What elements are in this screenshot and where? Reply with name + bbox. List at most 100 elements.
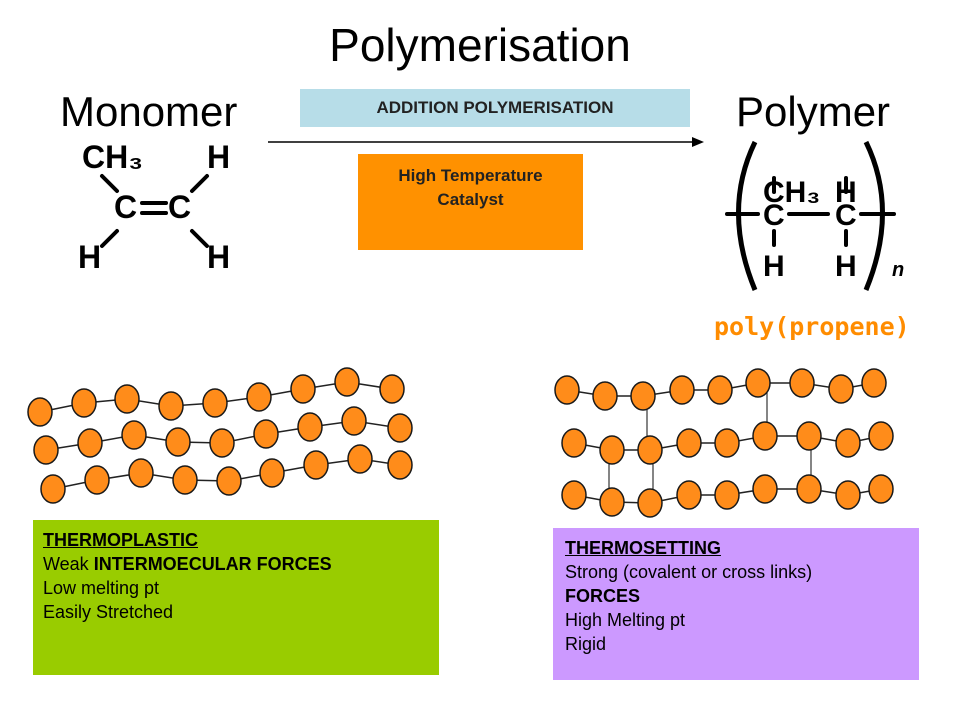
bead (796, 421, 822, 451)
thermoplastic-chain (40, 444, 413, 504)
bead (554, 375, 580, 405)
monomer-heading: Monomer (60, 88, 238, 135)
thermosetting-melting-line: High Melting pt (565, 610, 686, 630)
bead (121, 420, 147, 450)
monomer-carbon-left: C (114, 189, 137, 225)
reaction-type-label: ADDITION POLYMERISATION (300, 89, 690, 127)
bead (868, 474, 894, 504)
thermosetting-bond-line: Strong (covalent or cross links) (565, 562, 813, 582)
bead (599, 487, 625, 517)
thermoplastic-chain (33, 406, 413, 465)
bead (246, 382, 272, 412)
monomer-top-right-h: H (207, 139, 230, 175)
polymer-bottom-right-h: H (835, 250, 857, 283)
bead (752, 474, 778, 504)
bead (84, 465, 110, 495)
thermoplastic-forces-prefix: Weak (43, 554, 94, 574)
bead (297, 412, 323, 442)
monomer-ch3-label: CH₃ (82, 139, 143, 175)
bead (77, 428, 103, 458)
thermoplastic-chain (27, 367, 405, 427)
bead (592, 381, 618, 411)
thermoplastic-chains (27, 367, 413, 504)
bead (387, 413, 413, 443)
bead (216, 466, 242, 496)
polymer-structure: CH₃ H C C H H n (725, 140, 904, 291)
bead (676, 428, 702, 458)
bead (303, 450, 329, 480)
polymer-carbon-right: C (835, 199, 857, 232)
thermosetting-rigid-line: Rigid (565, 634, 607, 654)
bead (752, 421, 778, 451)
monomer-bottom-right-h: H (207, 239, 230, 275)
thermosetting-chain (554, 368, 887, 411)
bead (165, 427, 191, 457)
monomer-carbon-right: C (168, 189, 191, 225)
bead (630, 381, 656, 411)
condition-catalyst: Catalyst (437, 190, 504, 209)
bead (158, 391, 184, 421)
reaction-conditions-box: High Temperature Catalyst (358, 154, 583, 250)
polymer-bottom-left-h: H (763, 250, 785, 283)
bead (789, 368, 815, 398)
bead (379, 374, 405, 404)
bead (290, 374, 316, 404)
polymer-carbon-left: C (763, 199, 785, 232)
bead (835, 428, 861, 458)
bead (334, 367, 360, 397)
bead (209, 428, 235, 458)
bead (341, 406, 367, 436)
bead (861, 368, 887, 398)
thermoplastic-forces-type: INTERMOECULAR FORCES (93, 554, 332, 574)
bead (259, 458, 285, 488)
monomer-bottom-left-h: H (78, 239, 101, 275)
bead (561, 428, 587, 458)
condition-temperature: High Temperature (398, 166, 543, 185)
bead (202, 388, 228, 418)
bead (637, 435, 663, 465)
bead (347, 444, 373, 474)
thermoplastic-melting-line: Low melting pt (43, 578, 160, 598)
reaction-arrow (268, 137, 704, 147)
bead (172, 465, 198, 495)
bead (71, 388, 97, 418)
thermoplastic-info-box: THERMOPLASTIC Weak INTERMOECULAR FORCES … (33, 520, 439, 675)
bead (253, 419, 279, 449)
thermoplastic-stretch-line: Easily Stretched (43, 602, 174, 622)
bead (599, 435, 625, 465)
bead (707, 375, 733, 405)
page-title: Polymerisation (329, 19, 631, 71)
bead (669, 375, 695, 405)
polymer-bonds (725, 176, 896, 247)
monomer-structure: CH₃ H C C H H (78, 139, 230, 275)
bead (128, 458, 154, 488)
bead (561, 480, 587, 510)
polymer-heading: Polymer (736, 88, 891, 135)
bead (27, 397, 53, 427)
polymer-subscript-n: n (892, 259, 904, 281)
bead (40, 474, 66, 504)
thermoplastic-forces-line: Weak INTERMOECULAR FORCES (43, 552, 439, 576)
bead (637, 488, 663, 518)
bead (114, 384, 140, 414)
thermosetting-heading: THERMOSETTING (565, 538, 721, 558)
thermosetting-forces-line: FORCES (565, 586, 641, 606)
thermosetting-chain (561, 421, 894, 465)
bead (387, 450, 413, 480)
bead (714, 480, 740, 510)
bead (676, 480, 702, 510)
bead (796, 474, 822, 504)
monomer-bonds (100, 174, 209, 248)
thermosetting-info-box: THERMOSETTING Strong (covalent or cross … (553, 528, 919, 680)
bead (33, 435, 59, 465)
thermoplastic-heading: THERMOPLASTIC (43, 530, 198, 550)
bead (835, 480, 861, 510)
bead (868, 421, 894, 451)
bead (828, 374, 854, 404)
thermosetting-chain (561, 474, 894, 518)
bead (714, 428, 740, 458)
bead (745, 368, 771, 398)
thermosetting-chains (554, 368, 894, 518)
product-name: poly(propene) (714, 312, 910, 341)
